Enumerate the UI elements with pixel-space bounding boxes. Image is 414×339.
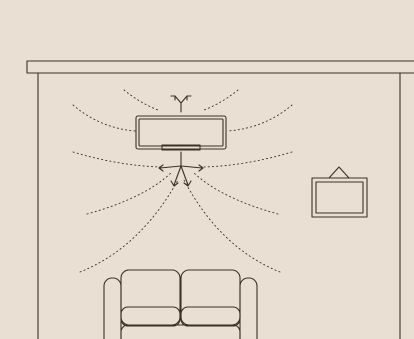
down-arrows-icon xyxy=(159,152,203,186)
sofa xyxy=(104,270,257,339)
airflow-arrows xyxy=(159,96,203,186)
airflow-lines xyxy=(73,90,292,272)
up-arrows-icon xyxy=(171,96,191,112)
ceiling-molding xyxy=(27,61,414,73)
room-wall xyxy=(38,73,400,339)
wall-picture-frame xyxy=(312,167,367,217)
air-conditioner-unit xyxy=(136,116,226,150)
